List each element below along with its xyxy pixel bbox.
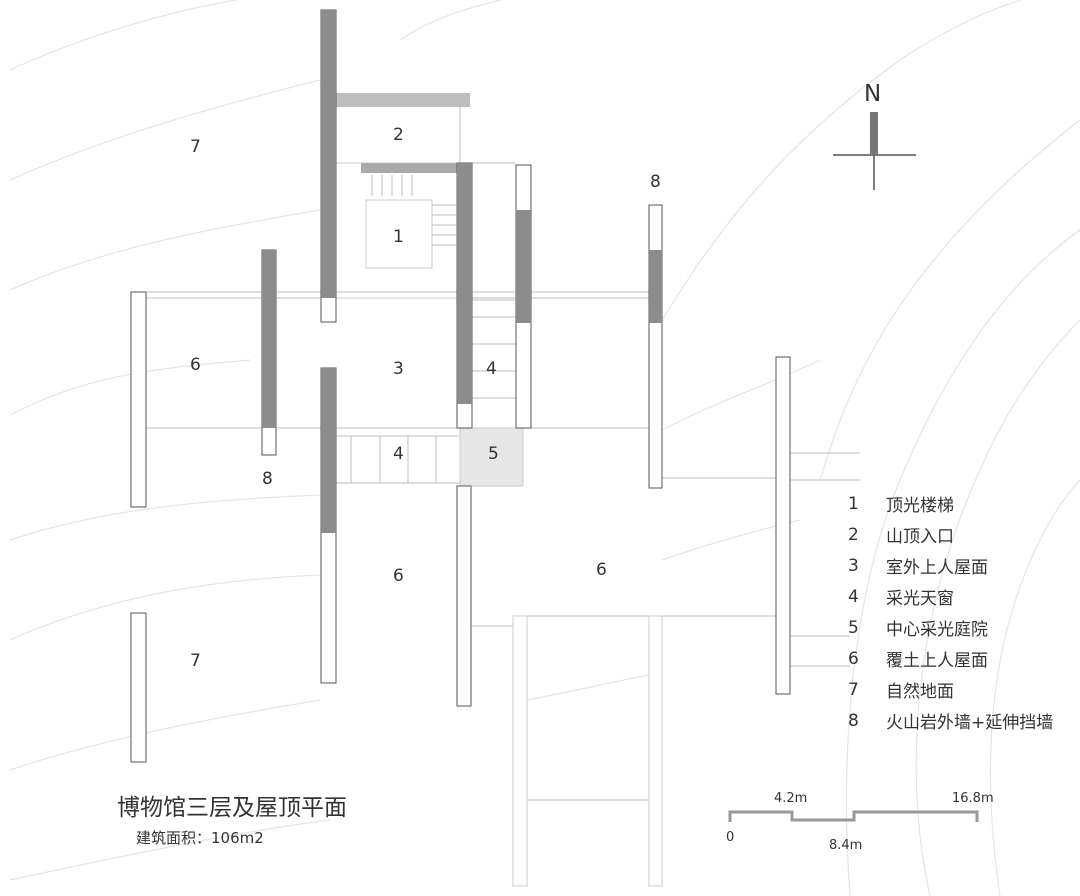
legend-number: 7 [848,679,859,700]
legend: 1 顶光楼梯 2 山顶入口 3 室外上人屋面 4 采光天窗 5 中心采光庭院 6 覆土上人屋… [848,488,1053,736]
legend-number: 2 [848,524,859,545]
north-label: N [864,81,881,107]
zone-label: 8 [262,469,273,489]
walls [130,9,791,887]
zone-label: 4 [486,359,497,379]
zone-label: 6 [393,566,404,586]
plan-lines [146,107,860,801]
zone-label: 6 [596,560,607,580]
scale-label: 16.8m [952,791,994,806]
plan-title: 博物馆三层及屋顶平面 [117,795,347,821]
legend-text: 采光天窗 [886,589,954,609]
scale-label: 4.2m [774,791,807,806]
legend-number: 1 [848,493,859,514]
entrance-canopy-wall [336,93,470,107]
legend-item: 6 覆土上人屋面 [848,643,1053,674]
legend-number: 3 [848,555,859,576]
legend-text: 山顶入口 [886,527,954,547]
zone-label: 6 [190,355,201,375]
legend-text: 室外上人屋面 [886,558,988,578]
legend-number: 6 [848,648,859,669]
zone-label: 3 [393,359,404,379]
legend-item: 4 采光天窗 [848,581,1053,612]
legend-text: 中心采光庭院 [886,620,988,640]
zone-labels: 2 1 3 4 4 5 6 6 6 7 7 8 8 [190,125,661,671]
legend-text: 火山岩外墙+延伸挡墙 [886,713,1054,733]
scale-label: 0 [726,830,734,845]
legend-text: 自然地面 [886,682,954,702]
legend-item: 2 山顶入口 [848,519,1053,550]
zone-label: 2 [393,125,404,145]
legend-item: 3 室外上人屋面 [848,550,1053,581]
scale-bar: 0 4.2m 8.4m 16.8m [726,791,994,853]
scale-label: 8.4m [829,838,862,853]
zone-label: 4 [393,444,404,464]
terrain-contours [9,0,1080,896]
north-arrow-icon: N [833,81,916,190]
legend-text: 顶光楼梯 [886,496,954,516]
legend-number: 8 [848,710,859,731]
legend-item: 8 火山岩外墙+延伸挡墙 [848,705,1053,736]
building-area: 建筑面积：106m2 [136,829,264,847]
legend-number: 4 [848,586,859,607]
legend-item: 7 自然地面 [848,674,1053,705]
legend-number: 5 [848,617,859,638]
zone-label: 7 [190,137,201,157]
zone-label: 5 [488,444,499,464]
legend-item: 1 顶光楼梯 [848,488,1053,519]
legend-text: 覆土上人屋面 [886,651,988,671]
zone-label: 1 [393,227,404,247]
legend-item: 5 中心采光庭院 [848,612,1053,643]
zone-label: 7 [190,651,201,671]
central-courtyard [459,427,524,487]
zone-label: 8 [650,172,661,192]
